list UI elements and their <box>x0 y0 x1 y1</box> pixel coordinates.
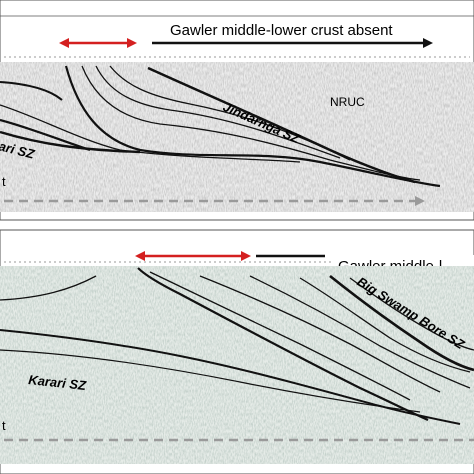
bottom-panel: Gawler middle-l Big Swamp Bore SZ Karari… <box>0 229 474 474</box>
bottom-reflector-5 <box>299 277 471 373</box>
bottom-reflector-6 <box>349 277 474 351</box>
big-swamp-bore-shear-zone <box>329 274 474 372</box>
bottom-reflector-lower-2 <box>0 349 421 413</box>
bottom-reflector-upper-left <box>0 275 97 301</box>
bottom-reflector-3 <box>199 275 441 393</box>
nruc-label: NRUC <box>330 95 365 109</box>
top-left-edge-label: t <box>2 174 6 189</box>
karari-shear-zone-top <box>0 130 141 154</box>
top-panel: Gawler middle-lower crust absent Jindarn… <box>0 0 474 221</box>
top-seismic-noise <box>0 62 474 212</box>
bottom-seismic-noise <box>0 266 474 464</box>
top-reflector-2 <box>81 65 421 181</box>
top-interpreted-lines <box>0 65 441 188</box>
bottom-reflector-2 <box>149 271 411 401</box>
top-reflector-1 <box>64 65 441 188</box>
karari-label: Karari SZ <box>28 372 88 393</box>
top-header-text: Gawler middle-lower crust absent <box>170 22 393 39</box>
bottom-interpreted-lines <box>0 267 474 425</box>
top-reflector-upper-left <box>0 81 63 101</box>
jindarnga-shear-zone <box>147 66 416 184</box>
bottom-reflector-1 <box>137 267 429 422</box>
bottom-reflector-4 <box>249 275 471 389</box>
top-header-text-bg <box>168 20 430 38</box>
bottom-reflector-lower <box>0 329 461 425</box>
top-reflector-3 <box>95 65 341 159</box>
bottom-left-edge-label: t <box>2 418 6 433</box>
